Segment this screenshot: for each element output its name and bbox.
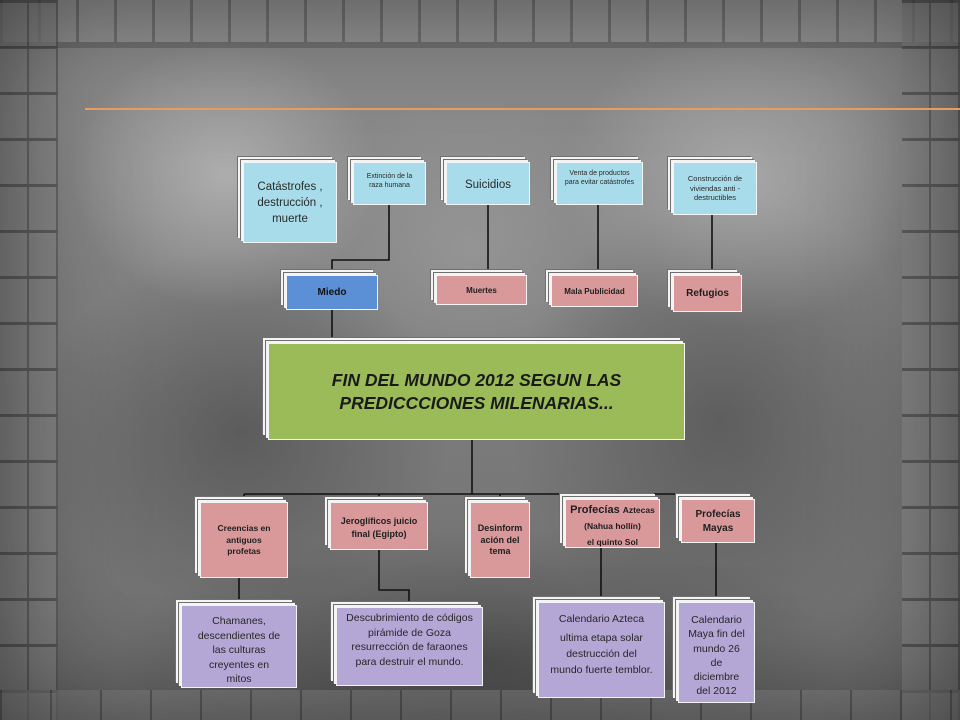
node-label: Desinform ación del tema (477, 523, 523, 556)
node-jeroglificos: Jeroglíficos juicio final (Egipto) (330, 502, 428, 550)
node-descubrimiento-codigos: Descubrimiento de códigos pirámide de Go… (336, 607, 483, 686)
node-suicidios: Suicidios (446, 162, 530, 205)
node-label: Creencias en antiguos profetas (217, 523, 271, 556)
node-label: Profecías Mayas (695, 509, 741, 534)
node-main-topic: FIN DEL MUNDO 2012 SEGUN LAS PREDICCCION… (268, 343, 685, 440)
node-mala-publicidad: Mala Publicidad (551, 275, 638, 307)
node-chamanes: Chamanes, descendientes de las culturas … (181, 605, 297, 688)
node-label: Suicidios (464, 179, 512, 191)
node-line: el quinto Sol (587, 537, 638, 547)
node-miedo: Miedo (286, 275, 378, 310)
node-venta-productos: Venta de productos para evitar catástrof… (556, 162, 643, 205)
node-label: Refugios (686, 288, 729, 299)
connector-jeroglificos-descubrimiento (378, 550, 410, 607)
node-title: Calendario Azteca (558, 613, 645, 625)
node-calendario-azteca: Calendario Azteca ultima etapa solar des… (538, 602, 665, 698)
main-topic-label: FIN DEL MUNDO 2012 SEGUN LAS PREDICCCION… (331, 369, 622, 413)
node-refugios: Refugios (673, 275, 742, 312)
node-label: Chamanes, descendientes de las culturas … (197, 615, 281, 685)
node-body: ultima etapa solar destrucción del mundo… (550, 632, 653, 676)
node-creencias: Creencias en antiguos profetas (200, 502, 288, 578)
title-divider-line (85, 108, 960, 110)
node-calendario-maya: Calendario Maya fin del mundo 26 de dici… (678, 602, 755, 703)
node-extincion: Extinción de la raza humana (353, 162, 426, 205)
node-label: Mala Publicidad (564, 286, 625, 296)
node-label: Venta de productos para evitar catástrof… (564, 170, 635, 186)
node-label: Descubrimiento de códigos pirámide de Go… (346, 612, 473, 668)
connector-extincion-miedo (331, 205, 390, 275)
node-catastrofes: Catástrofes , destrucción , muerte (243, 162, 337, 243)
node-construccion-viviendas: Construcción de viviendas anti - destruc… (673, 162, 757, 215)
node-title-suffix: Aztecas (622, 505, 655, 515)
node-label: Catástrofes , destrucción , muerte (257, 181, 323, 225)
node-title: Profecías (570, 504, 620, 516)
node-label: Miedo (317, 287, 347, 298)
node-label: Jeroglíficos juicio final (Egipto) (340, 516, 418, 539)
node-muertes: Muertes (436, 275, 527, 305)
node-label: Calendario Maya fin del mundo 26 de dici… (688, 614, 745, 698)
connector-miedo-main (331, 310, 473, 343)
node-desinformacion: Desinform ación del tema (470, 502, 530, 578)
node-label: Muertes (466, 285, 497, 295)
node-line: (Nahua hollín) (584, 521, 641, 531)
node-label: Construcción de viviendas anti - destruc… (687, 174, 743, 202)
node-profecias-mayas: Profecías Mayas (681, 499, 755, 543)
node-label: Extinción de la raza humana (366, 173, 413, 189)
